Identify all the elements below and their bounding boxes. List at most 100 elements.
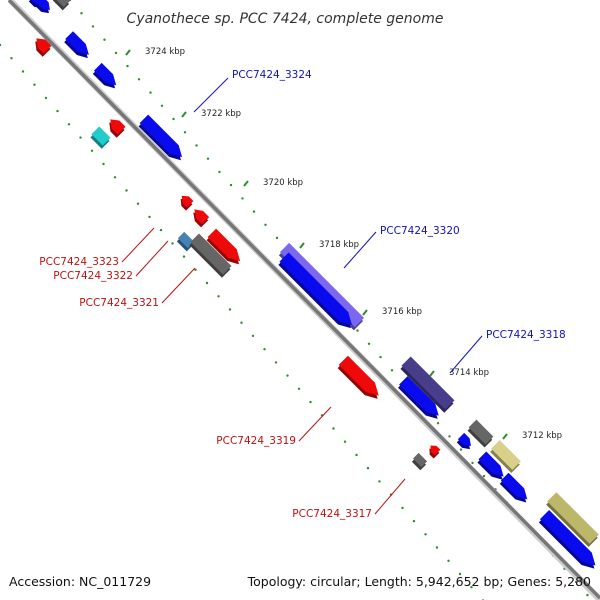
gene-label-pcc7424-3321[interactable]: PCC7424_3321	[79, 267, 196, 309]
guide-dot	[149, 91, 152, 94]
gene-blue-3725	[92, 62, 117, 89]
gene-gray-top	[52, 0, 71, 11]
label-leader-line	[374, 478, 406, 515]
guide-dot	[252, 210, 256, 213]
guide-dot	[182, 255, 186, 258]
guide-dot	[367, 342, 371, 345]
guide-dot	[470, 586, 473, 589]
guide-dot	[240, 321, 243, 324]
guide-dot	[80, 12, 83, 15]
genome-summary-text: Topology: circular; Length: 5,942,652 bp…	[247, 574, 591, 589]
gene-label-text[interactable]: PCC7424_3322	[53, 270, 133, 282]
tick-mark	[362, 309, 368, 316]
guide-dot	[332, 427, 335, 430]
guide-dot	[56, 109, 59, 113]
guide-dot	[574, 580, 578, 584]
gene-label-pcc7424-3319[interactable]: PCC7424_3319	[216, 406, 332, 447]
guide-dot	[356, 329, 359, 332]
gene-label-text[interactable]: PCC7424_3317	[292, 508, 372, 520]
guide-dot	[90, 149, 94, 152]
genome-backbone	[7, 0, 600, 600]
gene-red-3721	[180, 195, 194, 211]
guide-dot	[379, 355, 382, 359]
guide-dot	[343, 440, 347, 443]
tick-label: 3718 kbp	[319, 240, 359, 250]
gene-red-3721c	[193, 209, 210, 228]
guide-dot	[378, 480, 381, 483]
tick-mark	[243, 180, 249, 187]
guide-dot	[113, 176, 117, 179]
gene-label-text[interactable]: PCC7424_3324	[232, 69, 312, 81]
gene-gray-3714	[411, 452, 428, 471]
guide-dot	[275, 236, 279, 240]
label-leader-line	[135, 240, 169, 277]
scale-tick: 3712 kbp	[502, 431, 562, 441]
tick-label: 3722 kbp	[201, 109, 241, 119]
gene-khaki-3712	[490, 440, 521, 474]
guide-dot	[355, 453, 358, 457]
guide-dot	[471, 461, 474, 465]
guide-dot	[586, 593, 589, 597]
gene-label-text[interactable]: PCC7424_3320	[380, 225, 460, 237]
tick-label: 3724 kbp	[145, 47, 185, 57]
guide-dot	[67, 123, 71, 126]
scale-tick: 3722 kbp	[181, 109, 241, 119]
guide-dot	[79, 136, 82, 139]
tick-mark	[299, 242, 305, 249]
gene-blue-3712	[477, 451, 504, 480]
tick-label: 3714 kbp	[449, 368, 489, 378]
gene-red-3726	[35, 38, 52, 57]
gene-label-text[interactable]: PCC7424_3323	[39, 256, 119, 268]
gene-blue-3715	[398, 376, 439, 419]
gene-label-pcc7424-3317[interactable]: PCC7424_3317	[292, 478, 406, 520]
gene-gray-3713	[467, 419, 494, 448]
guide-dot	[264, 223, 267, 226]
guide-dot	[251, 334, 255, 338]
guide-dot	[172, 117, 175, 121]
guide-dot	[297, 387, 301, 390]
gene-label-pcc7424-3323[interactable]: PCC7424_3323	[39, 227, 155, 268]
label-leader-line	[193, 77, 229, 113]
gene-label-pcc7424-3320[interactable]: PCC7424_3320	[343, 225, 460, 269]
gene-label-text[interactable]: PCC7424_3321	[79, 297, 159, 309]
guide-dot	[159, 228, 163, 232]
tick-mark	[429, 370, 435, 377]
guide-dot	[390, 369, 394, 372]
gene-pcc7424-3322	[189, 233, 232, 278]
gene-pcc7424-3323	[176, 231, 195, 252]
gene-blue-3726	[64, 31, 89, 59]
gene-labels: PCC7424_3324PCC7424_3323PCC7424_3322PCC7…	[39, 69, 565, 520]
guide-dot	[137, 78, 141, 81]
label-leader-line	[121, 227, 155, 263]
scale-tick: 3716 kbp	[362, 307, 422, 317]
gene-red-3721b	[206, 228, 241, 265]
guide-dot	[136, 202, 140, 205]
gene-label-pcc7424-3324[interactable]: PCC7424_3324	[193, 69, 312, 113]
guide-dot	[458, 572, 462, 576]
guide-dot	[274, 361, 278, 364]
gene-label-text[interactable]: PCC7424_3319	[216, 435, 296, 447]
gene-pcc7424-3324	[138, 114, 183, 161]
gene-label-text[interactable]: PCC7424_3318	[486, 329, 566, 341]
label-leader-line	[161, 267, 196, 304]
tick-mark	[181, 111, 187, 118]
guide-dot	[218, 170, 221, 174]
guide-dot	[447, 559, 450, 562]
gene-label-pcc7424-3318[interactable]: PCC7424_3318	[449, 329, 566, 374]
inner-guide-ring	[0, 43, 485, 600]
guide-dot	[33, 83, 36, 86]
guide-dot	[171, 242, 174, 245]
gene-red-3723	[109, 119, 126, 138]
map-title: Cyanothece sp. PCC 7424, complete genome	[127, 11, 444, 27]
guide-dot	[205, 281, 209, 285]
gene-label-pcc7424-3322[interactable]: PCC7424_3322	[53, 240, 169, 282]
gene-pcc7424-3318	[400, 356, 455, 413]
guide-dot	[263, 348, 266, 351]
scale-tick: 3718 kbp	[299, 240, 359, 250]
guide-dot	[160, 104, 164, 108]
guide-dot	[148, 215, 151, 219]
guide-dot	[309, 400, 312, 404]
scale-tick: 3724 kbp	[125, 47, 185, 57]
